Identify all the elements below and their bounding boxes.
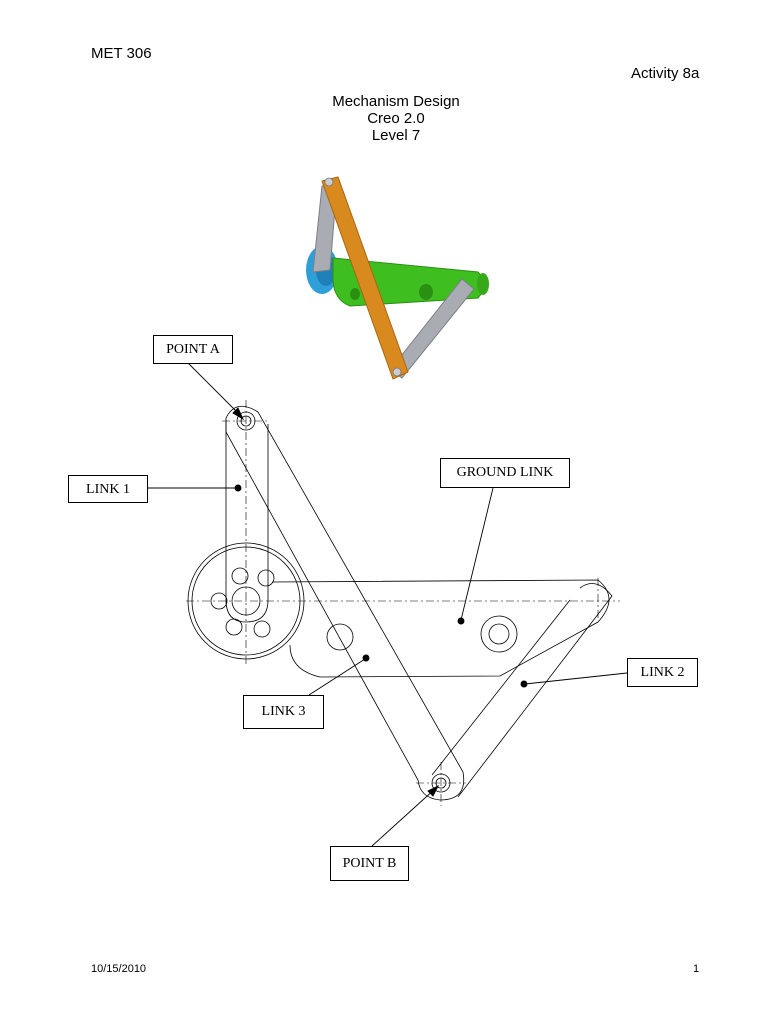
ground-pivot-3d [350,288,360,300]
page-title: Mechanism Design [332,93,460,110]
dot-link-2 [520,680,528,688]
pin-bottom-3d [392,367,402,377]
link2-3d [389,278,475,379]
ground-link-boss [480,615,518,653]
arrow-point-a [232,407,245,421]
dot-link-3 [362,654,370,662]
level-label: Level 7 [371,127,421,144]
leader-link-3 [308,658,366,696]
software-version: Creo 2.0 [367,110,425,127]
dot-link-1 [234,484,242,492]
wheel-hole [257,569,275,587]
dot-ground-link [457,617,465,625]
leader-point-b [371,787,437,847]
callout-point-a-label: POINT A [166,342,220,357]
callout-point-b-label: POINT B [342,856,397,871]
link3-3d [321,176,409,380]
link1-outline [225,420,269,623]
wheel-hole [231,567,249,585]
ground-pivot [326,623,354,651]
leader-point-a [185,360,242,417]
callout-link-3-label: LINK 3 [261,704,306,719]
callout-ground-link-label: GROUND LINK [456,465,554,480]
pin-top-3d [324,177,334,187]
ground-end-3d [477,273,489,295]
callout-ground-link: GROUND LINK [440,458,570,488]
callout-link-3: LINK 3 [243,695,324,729]
callout-link-2: LINK 2 [627,658,698,687]
activity-label: Activity 8a [631,65,700,82]
leader-ground-link [460,487,494,621]
wheel-hole [253,620,271,638]
callout-link-1-label: LINK 1 [86,482,130,497]
callout-link-1: LINK 1 [68,475,148,503]
wheel-hole [210,592,228,610]
ground-link-outline [271,579,610,678]
page-number: 1 [693,963,700,975]
course-code: MET 306 [91,45,152,62]
arrow-point-b [427,784,440,797]
ground-hole-3d [419,284,433,300]
leader-link-2 [524,672,628,685]
callout-point-b: POINT B [330,846,409,881]
title-block: Mechanism Design Creo 2.0 Level 7 [0,93,768,144]
callout-point-a: POINT A [153,335,233,364]
footer-date: 10/15/2010 [91,963,147,975]
link3-outline [225,405,465,801]
callout-link-2-label: LINK 2 [640,665,685,680]
ground-link-hole [488,623,510,645]
